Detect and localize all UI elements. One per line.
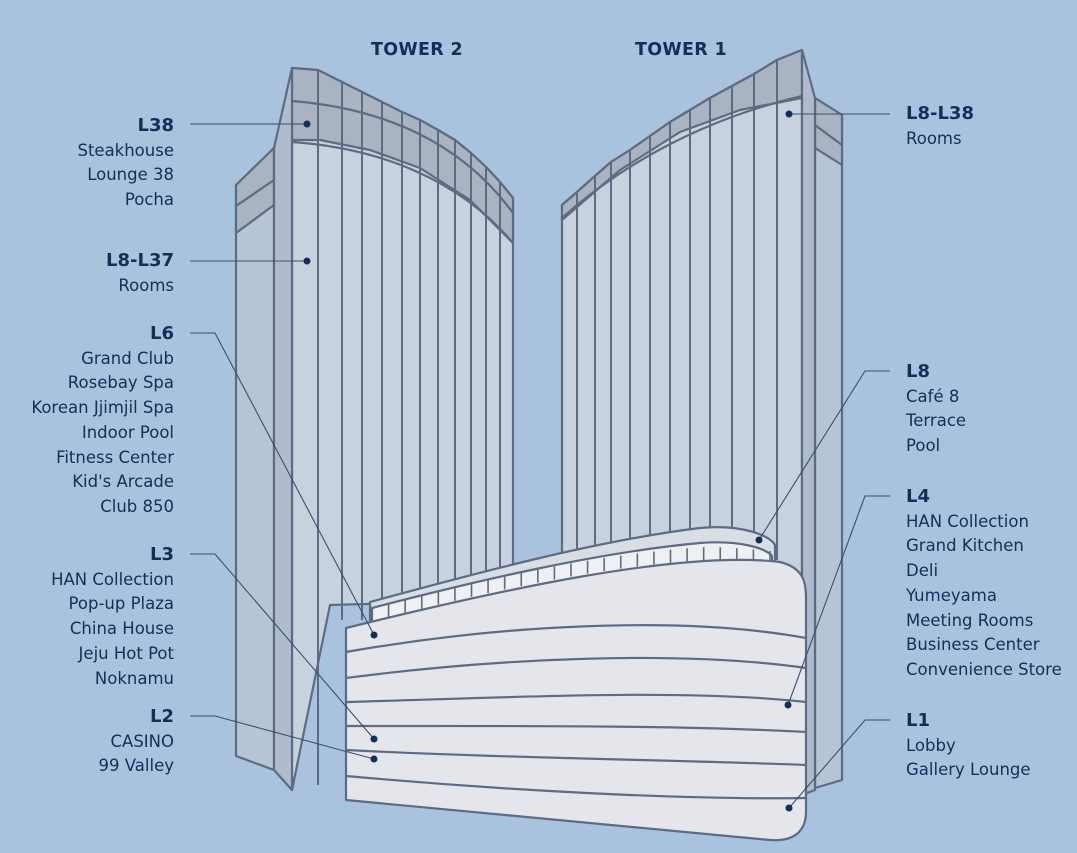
facility-item: Kid's Arcade [72,472,174,492]
facility-item: Gallery Lounge [906,760,1031,780]
podium-railing-posts [371,547,771,621]
facility-item: Terrace [906,411,967,431]
facility-item: Grand Club [81,348,174,368]
tower-1-fins [576,60,778,560]
leader-l8 [758,370,890,541]
callout-l4: L4 HAN Collection Grand Kitchen Deli Yum… [906,485,1062,683]
dot-l8-l37 [303,257,311,265]
facility-item: HAN Collection [906,511,1029,531]
facility-item: Noknamu [94,668,174,688]
facility-item: Meeting Rooms [906,610,1034,630]
facility-item: Yumeyama [906,585,997,605]
facility-item: Rosebay Spa [67,373,174,393]
facility-item: Pop-up Plaza [68,594,174,614]
facility-item: Deli [906,561,939,581]
leader-l1 [788,719,890,809]
dot-l3 [370,735,378,743]
leader-l3 [190,553,375,740]
facility-item: Fitness Center [56,447,174,467]
leader-l2 [190,715,375,760]
callout-l8-l37: L8-L37 Rooms [106,249,174,298]
callout-l2: L2 CASINO 99 Valley [99,705,174,779]
level-label: L6 [150,323,174,344]
tower-1-side-face [813,96,844,790]
leader-l6 [190,332,375,636]
facility-item: Lounge 38 [87,165,174,185]
facility-item: Korean Jjimjil Spa [31,398,174,418]
dot-l38 [303,120,311,128]
level-label: L4 [906,486,930,507]
facility-item: CASINO [110,731,174,751]
level-label: L2 [150,706,174,727]
facility-item: Pocha [124,190,174,210]
leader-l4 [787,495,890,706]
dot-l8-l38 [785,110,793,118]
level-label: L8-L38 [906,103,974,124]
facility-item: 99 Valley [98,756,174,776]
leader-dots [303,110,793,812]
dot-l1 [785,804,793,812]
level-label: L3 [150,544,174,565]
podium [344,526,808,842]
callout-l3: L3 HAN Collection Pop-up Plaza China Hou… [51,543,174,691]
tower-1-title: TOWER 1 [635,40,727,60]
callout-l8-l38: L8-L38 Rooms [906,102,974,151]
facility-item: Convenience Store [906,659,1062,679]
facility-item: Business Center [906,635,1040,655]
level-label: L8 [906,361,930,382]
tower-2-side-face [234,146,276,772]
facility-item: China House [69,619,174,639]
callout-l6: L6 Grand Club Rosebay Spa Korean Jjimjil… [31,322,174,520]
facility-item: Pool [906,436,941,456]
callout-l8: L8 Café 8 Terrace Pool [906,360,966,459]
level-label: L1 [906,710,930,731]
facility-item: Indoor Pool [81,422,174,442]
facility-item: Grand Kitchen [906,536,1024,556]
leader-lines [190,113,890,809]
level-label: L38 [137,115,174,136]
tower-2-corner [272,66,294,792]
facility-item: Lobby [906,735,956,755]
dot-l2 [370,755,378,763]
dot-l8 [755,536,763,544]
facility-item: Jeju Hot Pot [78,643,174,663]
tower-2-fins [317,70,501,785]
facility-item: Rooms [118,275,174,295]
facility-item: Steakhouse [77,140,174,160]
dot-l4 [784,701,792,709]
level-label: L8-L37 [106,250,174,271]
facility-item: HAN Collection [51,569,174,589]
callout-l1: L1 Lobby Gallery Lounge [906,709,1031,783]
dot-l6 [370,631,378,639]
callout-l38: L38 Steakhouse Lounge 38 Pocha [77,114,174,213]
facility-item: Café 8 [906,386,960,406]
facility-item: Club 850 [100,496,174,516]
facility-item: Rooms [906,128,962,148]
podium-body [344,558,808,842]
tower-2-title: TOWER 2 [371,40,463,60]
